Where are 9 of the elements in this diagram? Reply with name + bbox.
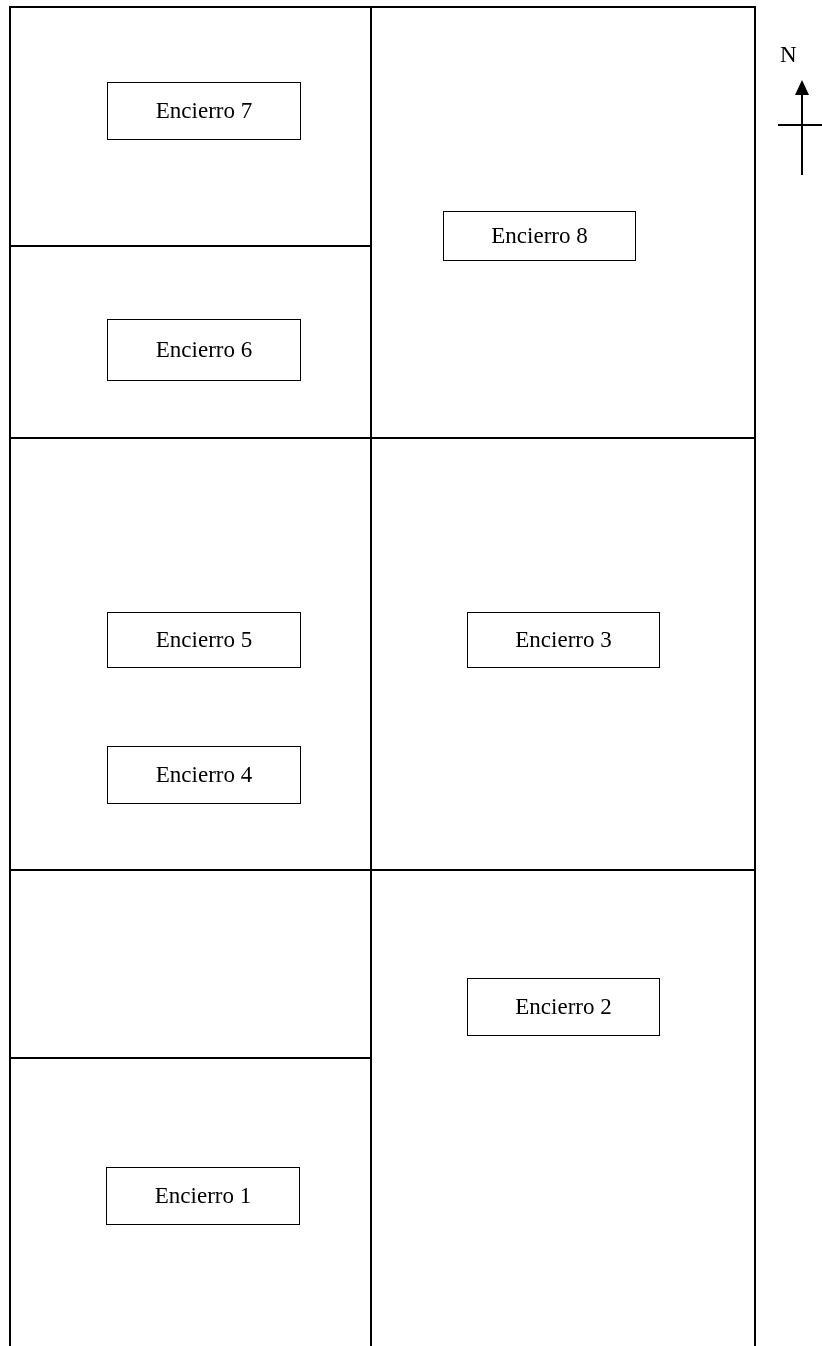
enclosure-label: Encierro 4 bbox=[107, 746, 301, 804]
north-label: N bbox=[780, 42, 797, 68]
enclosure-label: Encierro 1 bbox=[106, 1167, 300, 1225]
enclosure-label: Encierro 8 bbox=[443, 211, 636, 261]
enclosure-label: Encierro 5 bbox=[107, 612, 301, 668]
enclosure-label: Encierro 6 bbox=[107, 319, 301, 381]
enclosure-label: Encierro 2 bbox=[467, 978, 660, 1036]
enclosure-label: Encierro 3 bbox=[467, 612, 660, 668]
enclosure-label: Encierro 7 bbox=[107, 82, 301, 140]
